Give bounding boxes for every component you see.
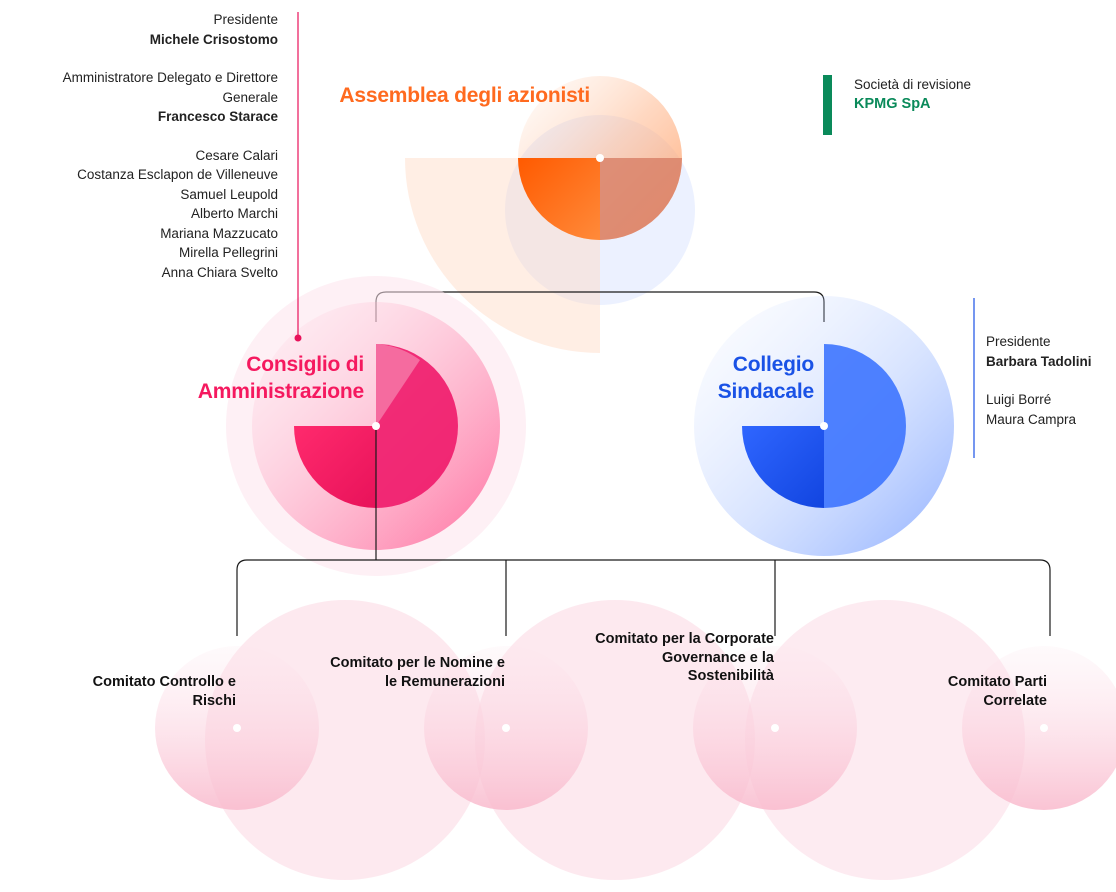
auditor-block: Società di revisione KPMG SpA <box>854 75 971 114</box>
committee-nominations-remuneration: Comitato per le Nomine e le Remunerazion… <box>330 655 505 690</box>
committees-graphic <box>155 600 1116 880</box>
director-name: Samuel Leupold <box>180 186 278 202</box>
collegio-members-list: Presidente Barbara Tadolini Luigi Borré … <box>986 332 1114 429</box>
ceo-role: Amministratore Delegato e Direttore Gene… <box>62 70 278 105</box>
collegio-member: Luigi Borré <box>986 392 1052 407</box>
collegio-graphic <box>694 296 954 556</box>
director-name: Cesare Calari <box>195 147 278 163</box>
board-graphic <box>226 276 526 576</box>
assembly-graphic <box>405 76 695 353</box>
board-president-name: Michele Crisostomo <box>149 31 278 47</box>
committee-control-risks: Comitato Controllo e Rischi <box>92 674 236 709</box>
auditor-label: Società di revisione <box>854 77 972 92</box>
collegio-president-role: Presidente <box>986 334 1051 349</box>
auditor-name: KPMG SpA <box>854 95 931 112</box>
director-name: Mirella Pellegrini <box>178 245 278 260</box>
board-members-list: Presidente Michele Crisostomo Amministra… <box>0 10 278 282</box>
board-title: Consiglio di Amministrazione <box>197 353 364 403</box>
director-name: Anna Chiara Svelto <box>161 264 278 280</box>
committee-related-parties: Comitato Parti Correlate <box>947 674 1047 709</box>
assembly-title: Assemblea degli azionisti <box>339 84 590 107</box>
collegio-president-name: Barbara Tadolini <box>986 353 1092 369</box>
auditor-color-bar <box>823 75 832 135</box>
committees-connector <box>236 559 1051 636</box>
collegio-member: Maura Campra <box>986 411 1077 427</box>
director-name: Costanza Esclapon de Villeneuve <box>77 167 278 182</box>
board-president-role: Presidente <box>213 12 278 27</box>
collegio-title: Collegio Sindacale <box>717 353 814 403</box>
director-name: Alberto Marchi <box>190 206 278 221</box>
ceo-name: Francesco Starace <box>157 109 278 124</box>
director-name: Mariana Mazzucato <box>160 225 278 241</box>
committee-governance-sustainability: Comitato per la Corporate Governance e l… <box>595 631 774 684</box>
